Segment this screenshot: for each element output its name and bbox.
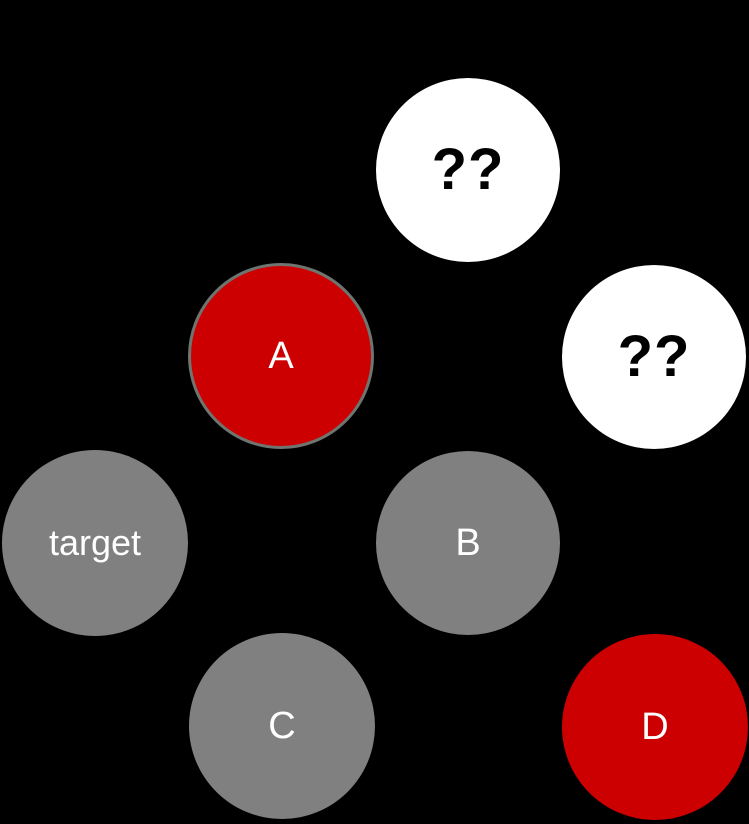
circle-node-c[interactable]: C [189,633,375,819]
circle-label-a: A [268,335,294,377]
circle-node-target[interactable]: target [2,450,188,636]
circle-node-b[interactable]: B [376,451,560,635]
circle-node-unknown-top[interactable]: ?? [376,78,560,262]
circle-label-c: C [268,705,296,747]
circle-label-unknown-top: ?? [431,137,505,202]
circle-label-unknown-right: ?? [617,324,691,389]
circle-node-a[interactable]: A [188,263,374,449]
circle-label-d: D [641,706,669,748]
circle-label-target: target [48,522,142,563]
circle-node-d[interactable]: D [562,634,748,820]
circle-label-b: B [455,522,481,564]
circle-node-unknown-right[interactable]: ?? [562,265,746,449]
